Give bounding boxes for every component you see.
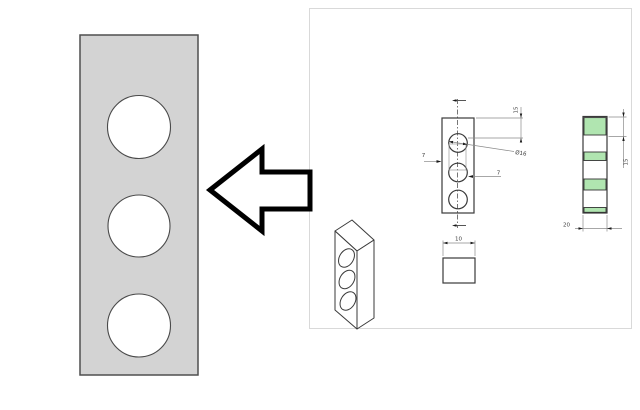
dim-label-top-height: 15 (514, 106, 520, 113)
iso-hole-bottom (339, 291, 357, 311)
dim-arrow-width-right (470, 241, 475, 245)
section-arrowhead-top (452, 99, 457, 102)
left-arrow-icon (205, 143, 313, 237)
front-view: 7 7 15 Ø16 (422, 99, 528, 228)
dim-label-offset-right: 7 (497, 171, 501, 177)
front-hole-middle (448, 162, 468, 183)
front-hole-bottom (448, 189, 468, 210)
dim-arrow-right-7 (468, 175, 473, 178)
dim-label-offset-left: 7 (422, 153, 426, 159)
section-arrowhead-bottom (452, 224, 457, 227)
dim-label-depth: 20 (563, 223, 570, 229)
plate-photo (79, 34, 199, 376)
top-outline (442, 257, 476, 284)
dim-label-diameter: Ø16 (515, 149, 528, 158)
plate-hole-middle (107, 194, 171, 258)
dim-arrow-band-bottom (622, 136, 625, 141)
top-view: 10 (442, 237, 476, 284)
highlight-band-1 (583, 117, 607, 136)
plate-hole-top (106, 94, 172, 160)
dim-arrow-15-bottom (519, 138, 523, 143)
iso-hole-middle (338, 269, 356, 290)
highlight-band-4 (583, 207, 607, 213)
highlight-band-3 (583, 178, 607, 191)
dim-arrow-left-7 (436, 160, 442, 163)
leader-arrow-2 (462, 142, 468, 146)
dim-arrow-depth-left (578, 227, 583, 230)
dim-arrow-width-left (443, 241, 448, 245)
dim-arrow-depth-right (607, 227, 612, 230)
front-outline (441, 117, 475, 214)
dim-arrow-band-top (622, 112, 625, 117)
dim-arrow-15-top (519, 113, 523, 118)
dim-label-top-width: 10 (455, 237, 462, 243)
side-view: 15 20 (563, 109, 630, 232)
front-sketch-rect (448, 143, 467, 171)
highlight-band-2 (583, 151, 607, 161)
plate-hole-bottom (106, 293, 172, 358)
iso-hole-top (338, 248, 355, 268)
isometric-view (334, 219, 375, 330)
leader-arrow-1 (448, 140, 454, 144)
dim-label-band-height: 15 (624, 158, 630, 165)
front-hole-top (448, 133, 468, 153)
leader-line-diameter (448, 141, 515, 152)
iso-right-face (356, 239, 375, 330)
